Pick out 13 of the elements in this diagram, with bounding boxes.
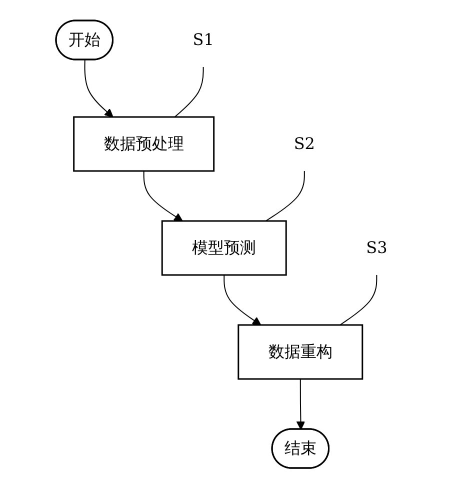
node-text: S1 [193, 30, 214, 48]
arrow [224, 274, 262, 325]
arrow [144, 170, 184, 221]
node-box: 模型预测 [162, 220, 288, 276]
arrow [84, 59, 114, 117]
node-box: 数据预处理 [73, 116, 215, 172]
connector [340, 274, 378, 325]
node-box: 数据重构 [238, 324, 364, 380]
arrow [296, 378, 306, 430]
node-text: S3 [366, 237, 388, 256]
connector [174, 66, 204, 117]
connector [266, 170, 306, 221]
node-text: S2 [294, 133, 316, 152]
